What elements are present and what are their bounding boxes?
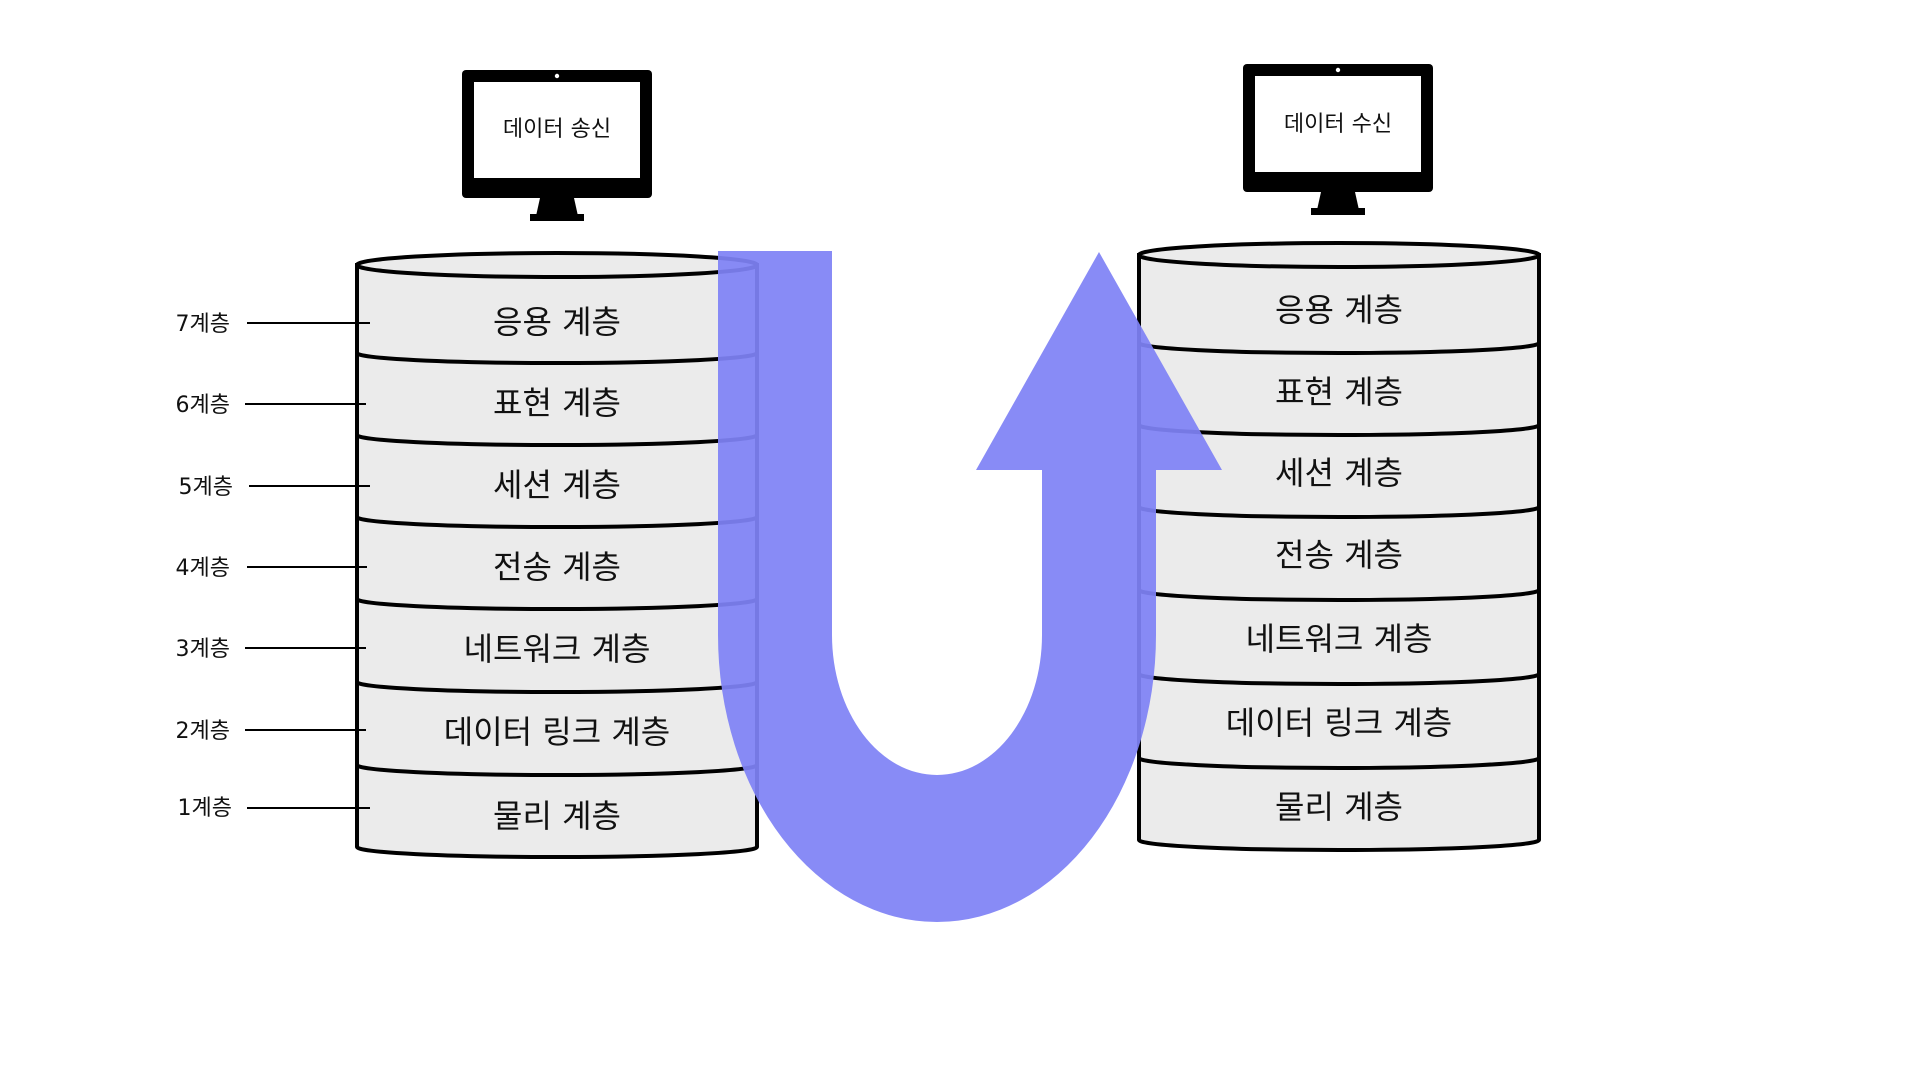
receiver-monitor-label: 데이터 수신 [1284,112,1392,137]
receiver-layer-label: 물리 계층 [1275,788,1403,826]
receiver-layer-label: 응용 계층 [1275,291,1403,329]
sender-monitor: 데이터 송신 [462,70,652,221]
receiver-layer-label: 표현 계층 [1275,373,1403,411]
level-label: 1계층 [178,796,232,821]
receiver-divider [1137,505,1541,519]
level-label: 7계층 [176,312,230,337]
sender-cylinder-body [355,263,759,859]
sender-layer-label: 데이터 링크 계층 [444,713,670,751]
receiver-divider [1137,341,1541,355]
u-turn-arrow-icon [718,251,1222,922]
receiver-layer-label: 세션 계층 [1275,454,1403,492]
desktop-monitor-icon [462,70,652,221]
receiver-monitor: 데이터 수신 [1243,64,1433,215]
receiver-divider [1137,672,1541,686]
level-label: 3계층 [176,637,230,662]
sender-stack: 응용 계층 표현 계층 세션 계층 전송 계층 네트워크 계층 데이터 링크 계… [355,251,759,859]
sender-layer-label: 네트워크 계층 [464,630,651,668]
sender-layer-label: 물리 계층 [493,797,621,835]
receiver-cylinder-top [1137,241,1541,269]
sender-layer-label: 표현 계층 [493,384,621,422]
receiver-cylinder-body [1137,253,1541,852]
level-labels: 7계층 6계층 5계층 4계층 3계층 2계층 1계층 [176,312,370,821]
receiver-stack: 응용 계층 표현 계층 세션 계층 전송 계층 네트워크 계층 데이터 링크 계… [1137,241,1541,852]
sender-layer-label: 세션 계층 [493,466,621,504]
receiver-layer-label: 전송 계층 [1275,536,1403,574]
sender-layer-label: 응용 계층 [493,303,621,341]
sender-monitor-label: 데이터 송신 [503,117,611,142]
level-label: 2계층 [176,719,230,744]
level-label: 5계층 [179,475,233,500]
receiver-layer-label: 데이터 링크 계층 [1226,704,1452,742]
level-label: 4계층 [176,556,230,581]
sender-cylinder-top [355,251,759,279]
desktop-monitor-icon [1243,64,1433,215]
receiver-divider [1137,756,1541,770]
receiver-divider [1137,588,1541,602]
sender-layer-label: 전송 계층 [493,548,621,586]
sender-divider [355,763,759,777]
receiver-layer-label: 네트워크 계층 [1246,620,1433,658]
level-label: 6계층 [176,393,230,418]
